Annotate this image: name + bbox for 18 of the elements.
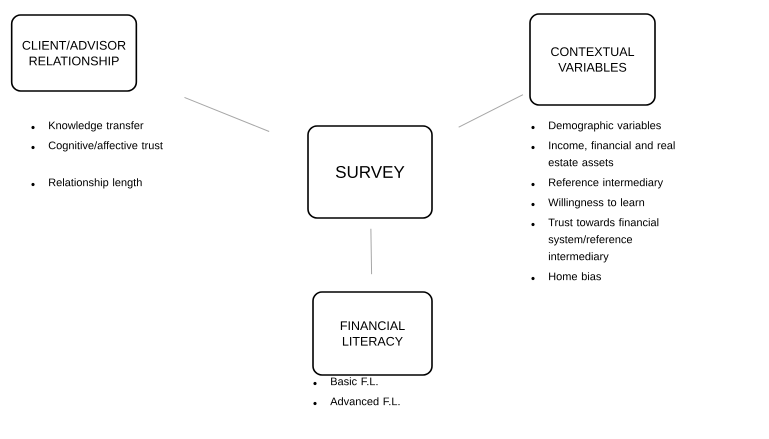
connector-line xyxy=(458,94,524,128)
bullet-item: Reference intermediary xyxy=(531,178,664,188)
bullet-item: Home bias xyxy=(531,272,601,280)
bullet-item: Basic F.L. xyxy=(313,377,378,386)
rounded-box: FINANCIAL LITERACY xyxy=(312,291,433,376)
rounded-box: SURVEY xyxy=(307,125,433,219)
connector-line xyxy=(370,228,372,275)
bullet-item: Cognitive/affective trust xyxy=(31,141,163,152)
connector-line xyxy=(184,96,270,132)
bullet-item: Knowledge transfer xyxy=(31,121,144,132)
bullet-item: Relationship length xyxy=(31,178,142,188)
rounded-box: CLIENT/ADVISOR RELATIONSHIP xyxy=(10,14,138,92)
bullet-item: Demographic variables xyxy=(531,121,661,132)
bullet-item: Advanced F.L. xyxy=(313,397,400,406)
rounded-box: CONTEXTUAL VARIABLES xyxy=(529,13,656,106)
bullet-item: Income, financial and real estate assets xyxy=(531,141,675,166)
bullet-item: Willingness to learn xyxy=(531,198,644,208)
bullet-item: Trust towards financial system/reference intermediary xyxy=(531,218,658,262)
